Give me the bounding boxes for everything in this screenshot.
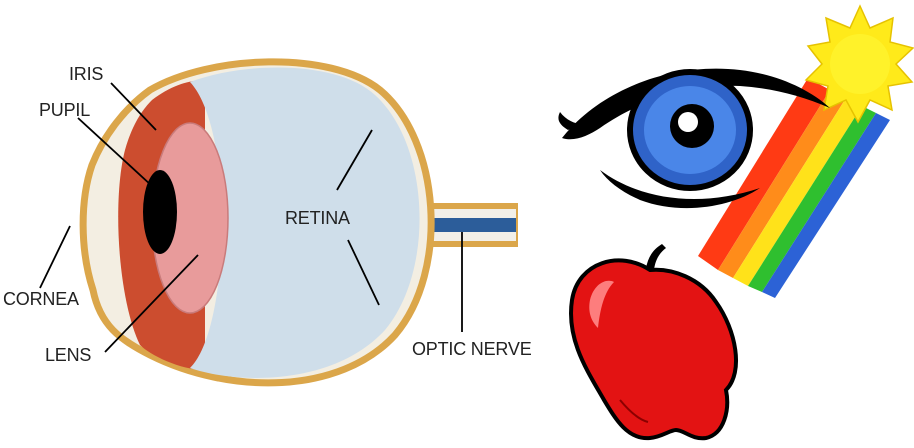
lens-label: LENS [45, 345, 91, 365]
eye-cross-section: IRIS PUPIL RETINA CORNEA LENS OPTIC NERV… [3, 62, 532, 383]
cornea-leader-line [40, 226, 70, 288]
apple-stem [646, 244, 666, 270]
retina-label: RETINA [285, 208, 350, 228]
vision-cartoon [558, 6, 913, 438]
cornea-label: CORNEA [3, 289, 79, 309]
apple-icon [571, 244, 736, 438]
sun-core [830, 34, 890, 94]
pupil-label: PUPIL [39, 100, 90, 120]
apple-body [571, 260, 736, 438]
optic-nerve-label: OPTIC NERVE [412, 339, 532, 359]
cartoon-eye-glint [678, 112, 698, 132]
iris-label: IRIS [69, 64, 103, 84]
